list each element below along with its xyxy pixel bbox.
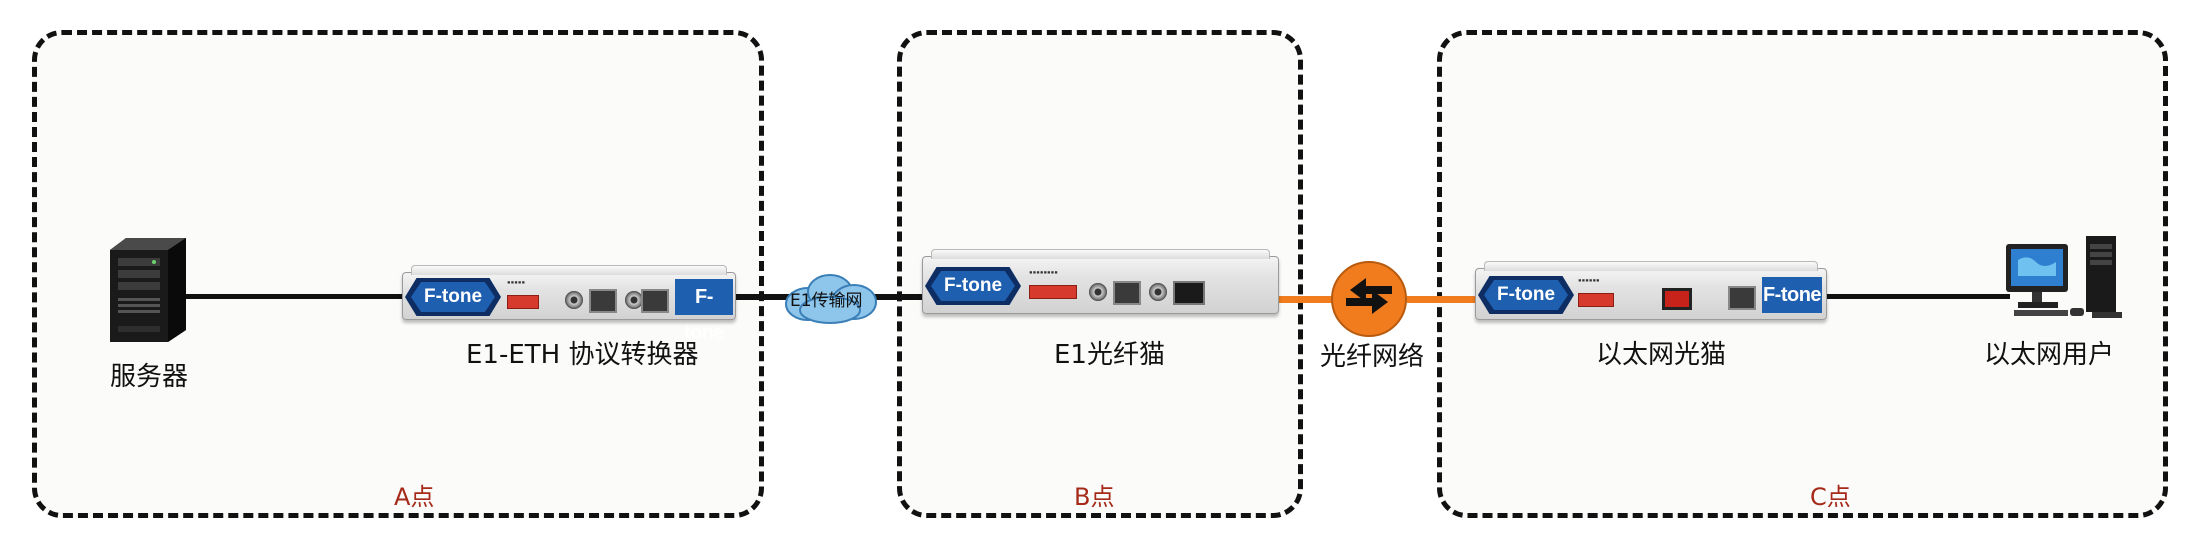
zone-c-label: C点	[1810, 483, 1851, 511]
eth-user-label: 以太网用户	[1984, 340, 2115, 370]
rj45-port	[1728, 286, 1756, 310]
eth-modem-label: 以太网光猫	[1596, 340, 1727, 370]
zone-a-label: A点	[394, 483, 435, 511]
brand-logo-right: F-tone	[1762, 277, 1822, 313]
link-eth-modem-user	[1827, 294, 2010, 299]
dip-switch	[1029, 285, 1077, 299]
link-fiber-eth-modem	[1407, 296, 1475, 303]
fiber-port	[1173, 281, 1205, 305]
workstation-icon	[2006, 236, 2122, 318]
rj45-port	[589, 289, 617, 313]
bnc-port	[1089, 283, 1107, 301]
link-converter-cloud	[736, 294, 798, 300]
brand-logo-right: F-tone	[675, 279, 733, 344]
rj45-port	[641, 289, 669, 313]
link-e1-modem-fiber	[1279, 296, 1333, 303]
bnc-port	[565, 291, 583, 309]
fiber-port	[1662, 288, 1692, 310]
converter-label: E1-ETH 协议转换器	[466, 340, 699, 370]
fiber-network-label: 光纤网络	[1320, 342, 1425, 372]
e1-modem-label: E1光纤猫	[1054, 340, 1165, 370]
dip-switch	[507, 295, 539, 309]
bnc-port	[1149, 283, 1167, 301]
link-cloud-e1-modem	[866, 294, 926, 300]
brand-logo-left: F-tone	[405, 278, 501, 316]
server-icon	[110, 238, 186, 342]
link-server-converter	[184, 294, 402, 299]
e1-modem-device: F-tone ▪▪▪▪▪▪▪▪	[922, 249, 1279, 314]
eth-modem-device: F-tone ▪▪▪▪▪▪ F-tone	[1475, 261, 1827, 320]
cloud-label: E1传输网	[790, 291, 863, 311]
zone-b-label: B点	[1074, 483, 1115, 511]
converter-device: F-tone ▪▪▪▪▪ F-tone	[402, 265, 736, 344]
server-label: 服务器	[110, 362, 189, 392]
brand-logo-left: F-tone	[1478, 276, 1574, 314]
brand-logo: F-tone	[925, 267, 1021, 305]
fiber-network-icon	[1331, 261, 1407, 337]
cloud-icon	[785, 274, 877, 324]
rj45-port	[1113, 281, 1141, 305]
bnc-port	[625, 291, 643, 309]
dip-switch	[1578, 293, 1614, 307]
